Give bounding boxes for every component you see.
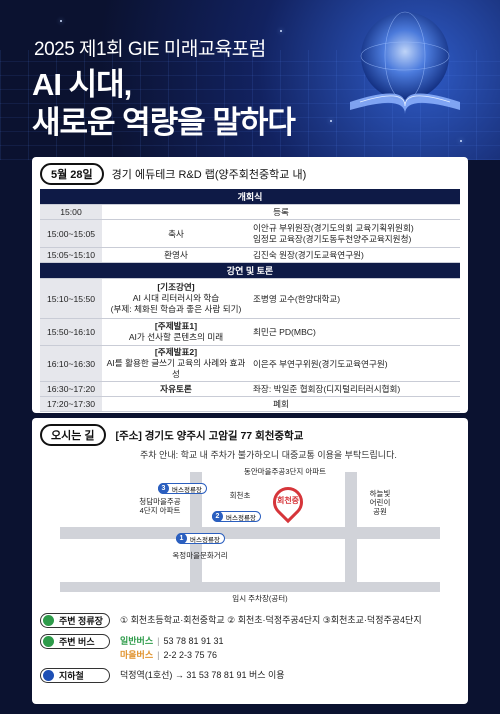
subway-label: 지하철 <box>40 668 110 683</box>
nearby-stops-label: 주변 정류장 <box>40 613 110 628</box>
nearby-bus-label: 주변 버스 <box>40 634 110 649</box>
nearby-bus-row: 주변 버스 일반버스|53 78 81 91 31 마을버스|2-2 2-3 7… <box>40 634 460 662</box>
sparkle-icon <box>460 140 462 142</box>
bus-stop-2-marker: 2 버스정류장 <box>212 511 261 522</box>
bus-stop-1-marker: 1 버스정류장 <box>176 533 225 544</box>
location-map: 동안마을주공3단지 아파트 청담마을주공 4단지 아파트 회천초 하늘빛 어린이… <box>40 467 460 607</box>
directions-badge: 오시는 길 <box>40 424 106 446</box>
nearby-stops-row: 주변 정류장 ① 회천초등학교·회천중학교 ② 회천초·덕정주공4단지 ③회천초… <box>40 613 460 628</box>
program-title: [기조강연] <box>157 282 195 292</box>
apartment-label: 청담마을주공 4단지 아파트 <box>139 497 181 515</box>
culture-street-label: 옥정마을문화거리 <box>172 551 228 560</box>
sparkle-icon <box>280 30 282 32</box>
section-header-opening: 개회식 <box>40 189 460 205</box>
table-row: 16:30~17:20 자유토론 좌장: 박일준 협회장(디지털리터러시협회) <box>40 381 460 397</box>
road-bottom <box>60 582 440 592</box>
nearby-stops-text: ① 회천초등학교·회천중학교 ② 회천초·덕정주공4단지 ③회천초교·덕정주공4… <box>120 615 422 625</box>
program-title: [주제발표2] <box>154 347 198 357</box>
road-vertical <box>345 472 357 582</box>
sparkle-icon <box>330 120 332 122</box>
program-detail: AI가 선사할 콘텐츠의 미래 <box>128 332 224 342</box>
subway-text: 덕정역(1호선) → 31 53 78 81 91 버스 이용 <box>120 670 285 680</box>
schedule-card: 5월 28일 경기 에듀테크 R&D 랩(양주회천중학교 내) 개회식 15:0… <box>32 157 468 413</box>
park-label: 하늘빛 어린이 공원 <box>369 489 391 516</box>
schedule-table: 개회식 15:00 등록 15:00~15:05 축사 이안규 부위원장(경기도… <box>40 189 460 412</box>
parking-note: 주차 안내: 학교 내 주차가 불가하오니 대중교통 이용을 부탁드립니다. <box>140 450 397 460</box>
table-row: 15:50~16:10 [주제발표1] AI가 선사할 콘텐츠의 미래 최민근 … <box>40 318 460 346</box>
school-label: 회천초 <box>229 491 251 500</box>
road-vertical <box>190 472 202 582</box>
section-header-talks: 강연 및 토론 <box>40 262 460 279</box>
blue-dot-icon <box>43 670 54 681</box>
green-dot-icon <box>43 615 54 626</box>
table-row: 15:05~15:10 환영사 김진숙 원장(경기도교육연구원) <box>40 247 460 263</box>
temp-parking-label: 임시 주차장(공터) <box>232 594 288 603</box>
program-title: [주제발표1] <box>154 321 198 331</box>
bus-lines: 일반버스|53 78 81 91 31 마을버스|2-2 2-3 75 76 <box>120 636 224 660</box>
apartment-label: 동안마을주공3단지 아파트 <box>243 467 327 476</box>
event-info: 5월 28일 경기 에듀테크 R&D 랩(양주회천중학교 내) <box>40 163 460 185</box>
sparkle-icon <box>60 20 62 22</box>
sparkle-icon <box>250 110 252 112</box>
table-row: 17:20~17:30 폐회 <box>40 396 460 412</box>
program-detail: AI를 활용한 글쓰기 교육의 사례와 효과성 <box>106 358 246 379</box>
event-date-badge: 5월 28일 <box>40 163 104 185</box>
hero-banner: 2025 제1회 GIE 미래교육포럼 AI 시대, 새로운 역량을 말하다 <box>0 0 500 160</box>
forum-subtitle: 2025 제1회 GIE 미래교육포럼 <box>34 39 266 60</box>
bus-stop-3-marker: 3 버스정류장 <box>158 483 207 494</box>
target-school-label: 회천중 <box>276 496 300 505</box>
event-venue: 경기 에듀테크 R&D 랩(양주회천중학교 내) <box>111 169 307 181</box>
address-text: [주소] 경기도 양주시 고암길 77 회천중학교 <box>115 429 304 442</box>
address-row: 오시는 길 [주소] 경기도 양주시 고암길 77 회천중학교 <box>40 424 460 446</box>
program-detail: AI 시대 리터러시와 학습 (부제: 체화된 학습과 좋은 사람 되기) <box>110 293 242 314</box>
table-row: 15:10~15:50 [기조강연] AI 시대 리터러시와 학습 (부제: 체… <box>40 278 460 319</box>
table-row: 15:00 등록 <box>40 204 460 220</box>
table-row: 15:00~15:05 축사 이안규 부위원장(경기도의회 교육기획위원회) 임… <box>40 219 460 248</box>
green-dot-icon <box>43 636 54 647</box>
globe-book-icon <box>350 11 460 114</box>
forum-title: AI 시대, 새로운 역량을 말하다 <box>32 67 296 140</box>
directions-card: 오시는 길 [주소] 경기도 양주시 고암길 77 회천중학교 주차 안내: 학… <box>32 418 468 704</box>
table-row: 16:10~16:30 [주제발표2] AI를 활용한 글쓰기 교육의 사례와 … <box>40 345 460 382</box>
road-horizontal <box>60 527 440 539</box>
subway-row: 지하철 덕정역(1호선) → 31 53 78 81 91 버스 이용 <box>40 668 460 683</box>
